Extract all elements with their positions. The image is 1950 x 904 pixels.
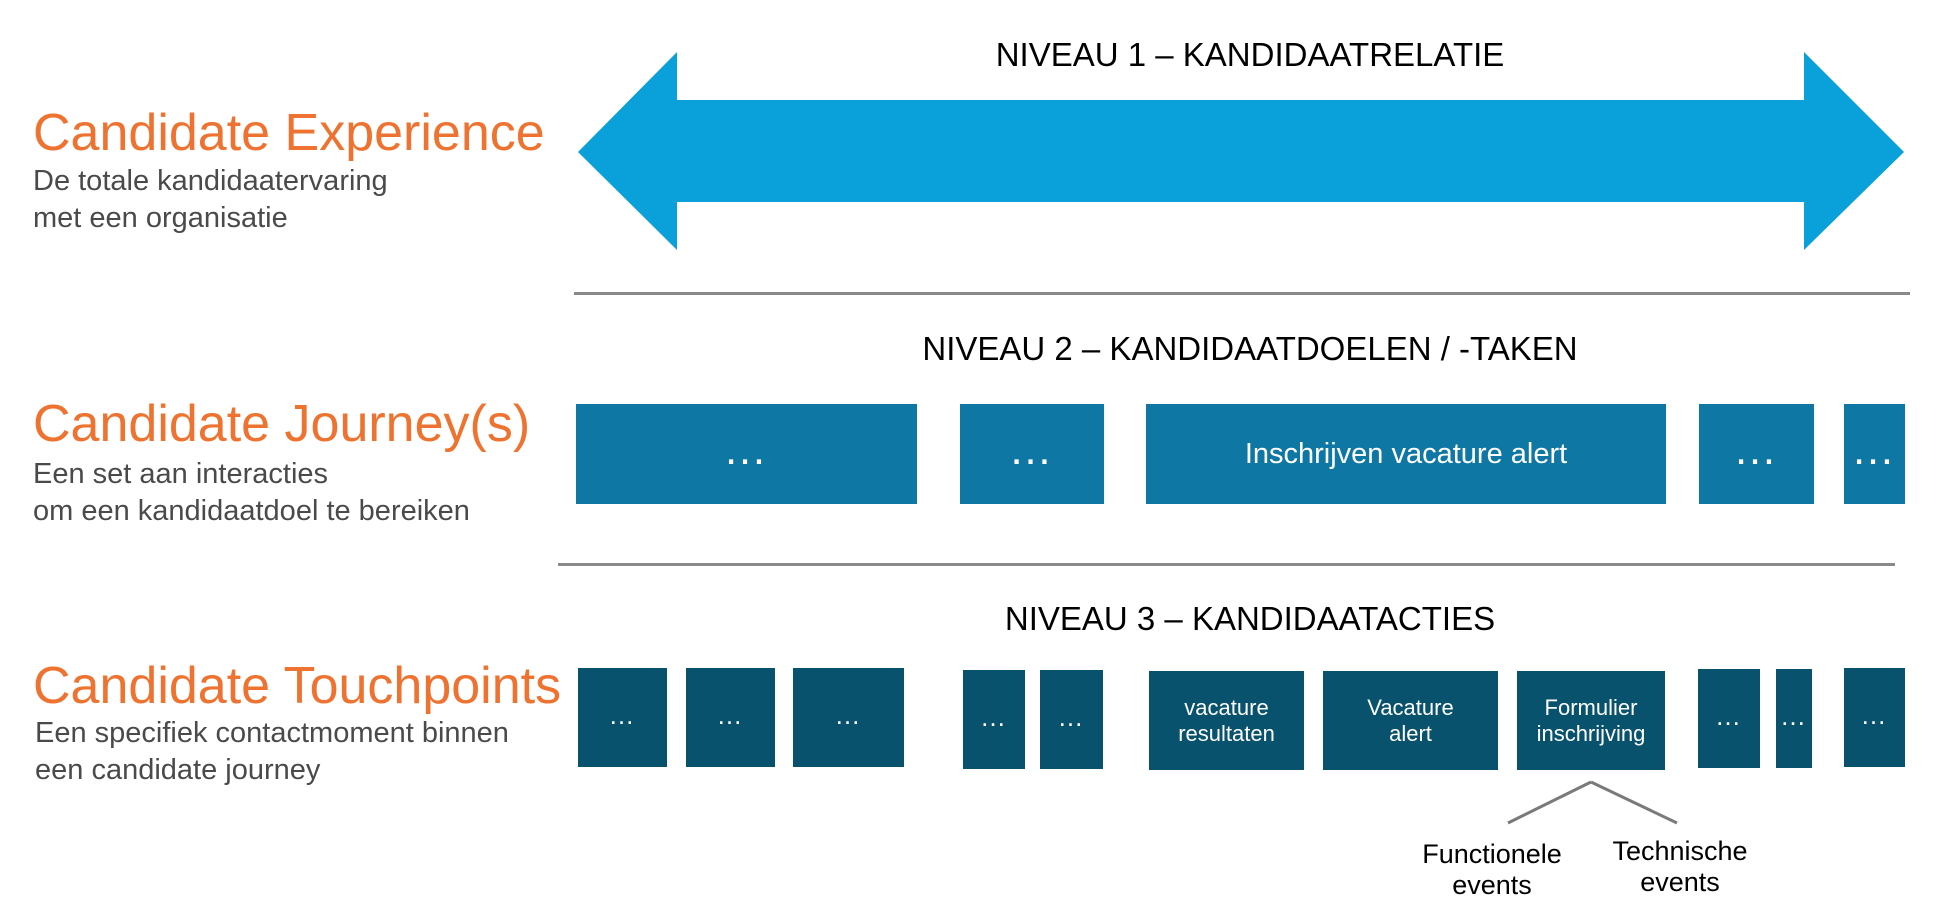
touchpoint-label: Formulier: [1544, 694, 1638, 720]
touchpoint-box: …: [578, 668, 667, 767]
journey-box-inschrijven-vacature-alert: Inschrijven vacature alert: [1146, 404, 1666, 504]
desc-candidate-journeys: Een set aan interacties om een kandidaat…: [33, 456, 470, 530]
touchpoint-box: …: [1040, 670, 1103, 769]
connector-left: [1507, 780, 1592, 825]
level-2-title: NIVEAU 2 – KANDIDAATDOELEN / -TAKEN: [922, 330, 1578, 367]
desc-candidate-experience: De totale kandidaatervaring met een orga…: [33, 163, 388, 237]
desc-line: met een organisatie: [33, 202, 288, 234]
heading-candidate-touchpoints: Candidate Touchpoints: [33, 657, 562, 715]
event-label-line: Functionele: [1422, 839, 1562, 869]
level-3-title: NIVEAU 3 – KANDIDAATACTIES: [1004, 600, 1496, 637]
desc-line: om een kandidaatdoel te bereiken: [33, 495, 470, 527]
heading-candidate-journeys: Candidate Journey(s): [33, 395, 531, 453]
journey-box: …: [1844, 404, 1905, 504]
touchpoint-label: resultaten: [1178, 720, 1275, 746]
desc-line: Een specifiek contactmoment binnen: [35, 717, 509, 749]
event-label-line: events: [1452, 870, 1532, 900]
heading-candidate-experience: Candidate Experience: [33, 104, 545, 162]
touchpoint-box: …: [1698, 669, 1760, 768]
label-technische-events: Technische events: [1600, 836, 1760, 898]
event-label-line: events: [1640, 867, 1720, 897]
connector-right: [1590, 780, 1678, 825]
label-functionele-events: Functionele events: [1412, 839, 1572, 901]
desc-line: De totale kandidaatervaring: [33, 165, 388, 197]
double-arrow-icon: [578, 52, 1904, 250]
event-branch-connector: [1507, 780, 1678, 825]
journey-box: …: [960, 404, 1104, 504]
touchpoint-label: vacature: [1184, 694, 1269, 720]
divider-level-2: [558, 563, 1895, 566]
level-1-title: NIVEAU 1 – KANDIDAATRELATIE: [995, 36, 1505, 73]
touchpoint-box: …: [686, 668, 775, 767]
touchpoint-box: …: [963, 670, 1025, 769]
touchpoint-box-vacature-alert: Vacature alert: [1323, 671, 1498, 770]
journey-box: …: [576, 404, 917, 504]
double-arrow-shape: [578, 52, 1904, 250]
divider-level-1: [574, 292, 1910, 295]
touchpoint-box: …: [1844, 668, 1905, 767]
desc-line: een candidate journey: [35, 754, 321, 786]
touchpoint-box: …: [1776, 669, 1812, 768]
touchpoint-box-formulier-inschrijving: Formulier inschrijving: [1517, 671, 1665, 770]
desc-candidate-touchpoints: Een specifiek contactmoment binnen een c…: [35, 715, 509, 789]
journey-box: …: [1699, 404, 1814, 504]
desc-line: Een set aan interacties: [33, 458, 329, 490]
touchpoint-box: …: [793, 668, 904, 767]
touchpoint-box-vacature-resultaten: vacature resultaten: [1149, 671, 1304, 770]
touchpoint-label: alert: [1389, 720, 1432, 746]
touchpoint-label: inschrijving: [1536, 720, 1646, 746]
event-label-line: Technische: [1612, 836, 1748, 866]
touchpoint-label: Vacature: [1367, 694, 1454, 720]
